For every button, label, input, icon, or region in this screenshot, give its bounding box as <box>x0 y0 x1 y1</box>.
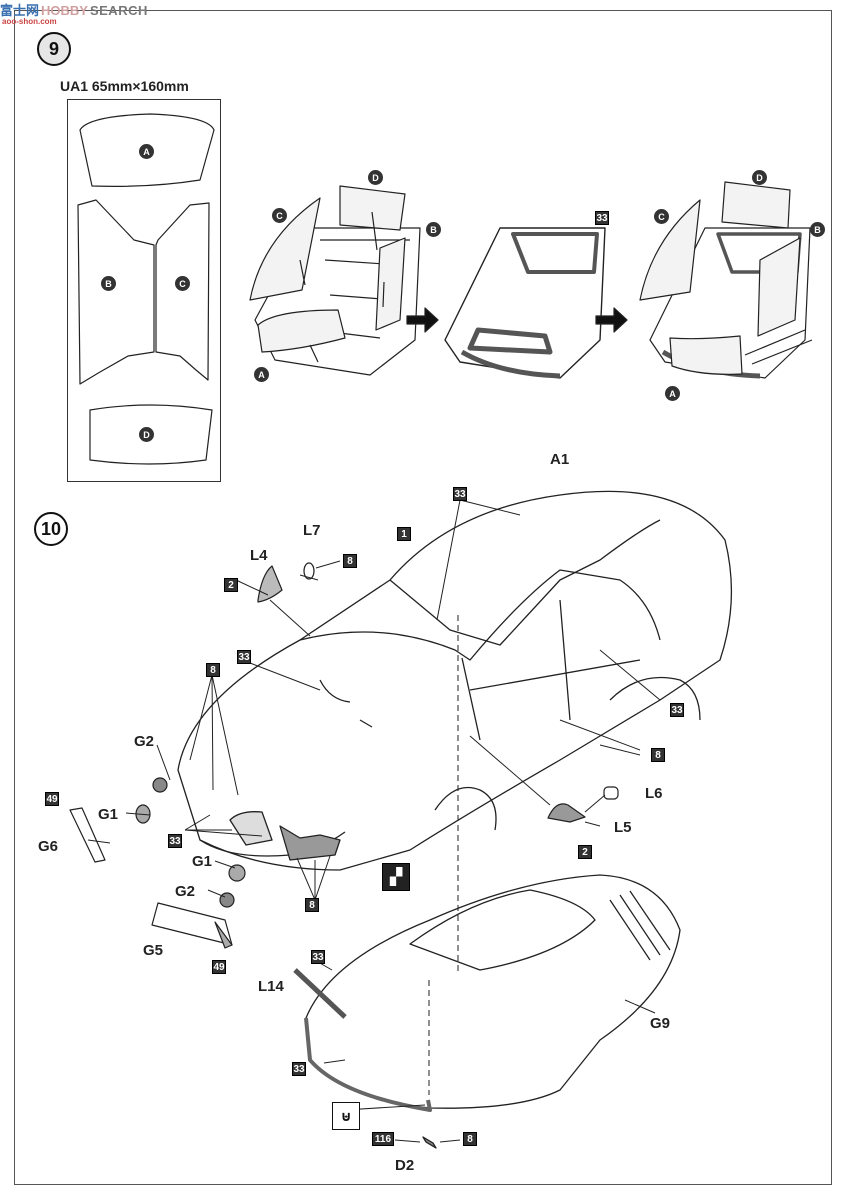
watermark-brand-search: SEARCH <box>89 3 148 18</box>
sheet-piece-a <box>79 113 215 187</box>
marker-33-hood: 33 <box>237 650 251 664</box>
marker-33-window: 33 <box>292 1062 306 1076</box>
view3-label-c: C <box>654 209 669 224</box>
marker-33-grille: 33 <box>168 834 182 848</box>
marker-49-g6: 49 <box>45 792 59 806</box>
label-g5: G5 <box>143 942 164 959</box>
watermark-brand-cn: 富士网 <box>0 3 40 18</box>
window-view-1 <box>249 185 421 376</box>
watermark-url: aoo-shon.com <box>2 17 57 26</box>
arrow-2 <box>595 307 628 333</box>
marker-1: 1 <box>397 527 411 541</box>
page-frame <box>14 10 832 1185</box>
marker-49-g5: 49 <box>212 960 226 974</box>
sheet-piece-d <box>89 404 213 465</box>
marker-8-d2: 8 <box>463 1132 477 1146</box>
label-g2-top: G2 <box>134 733 155 750</box>
marker-116: 116 <box>372 1132 394 1146</box>
small-parts <box>69 562 619 949</box>
view1-label-c: C <box>272 208 287 223</box>
label-d2: D2 <box>395 1157 415 1174</box>
view1-label-a: A <box>254 367 269 382</box>
marker-8-l7: 8 <box>343 554 357 568</box>
car-body <box>177 490 733 871</box>
sheet-label-b: B <box>101 276 116 291</box>
label-g1-top: G1 <box>98 806 119 823</box>
label-l5: L5 <box>614 819 632 836</box>
window-view-2 <box>444 227 606 379</box>
marker-8-side: 8 <box>651 748 665 762</box>
sheet-label-d: D <box>139 427 154 442</box>
marker-8-headlight: 8 <box>305 898 319 912</box>
marker-2-l4: 2 <box>224 578 238 592</box>
window-sheet-box <box>67 99 221 482</box>
leader-lines <box>87 499 661 1143</box>
view3-label-d: D <box>752 170 767 185</box>
sheet-piece-c <box>155 202 210 381</box>
badge-decal-icon: ▞ <box>382 863 410 891</box>
view1-label-d: D <box>368 170 383 185</box>
window-view-3 <box>639 181 813 379</box>
label-g9: G9 <box>650 1015 671 1032</box>
step-number-9: 9 <box>37 32 71 66</box>
marker-33-roof: 33 <box>453 487 467 501</box>
watermark-brand-hobby: HOBBY <box>41 3 88 18</box>
label-g2-bottom: G2 <box>175 883 196 900</box>
sheet-label-c: C <box>175 276 190 291</box>
drill-hole-icon: ⊎ <box>332 1102 360 1130</box>
marker-2-l5: 2 <box>578 845 592 859</box>
marker-33-l14: 33 <box>311 950 325 964</box>
sheet-piece-b <box>77 199 155 385</box>
view3-label-b: B <box>810 222 825 237</box>
label-g6: G6 <box>38 838 59 855</box>
sheet-label-a: A <box>139 144 154 159</box>
marker-33-side: 33 <box>670 703 684 717</box>
view3-label-a: A <box>665 386 680 401</box>
label-l6: L6 <box>645 785 663 802</box>
sheet-title: UA1 65mm×160mm <box>60 78 189 94</box>
arrow-1 <box>406 307 439 333</box>
step-number-10: 10 <box>34 512 68 546</box>
label-l4: L4 <box>250 547 268 564</box>
view1-label-b: B <box>426 222 441 237</box>
label-l14: L14 <box>258 978 284 995</box>
label-a1: A1 <box>550 451 570 468</box>
marker-8-front: 8 <box>206 663 220 677</box>
label-g1-bottom: G1 <box>192 853 213 870</box>
window-glass-g9 <box>293 874 681 1149</box>
view2-marker-33: 33 <box>595 211 609 225</box>
label-l7: L7 <box>303 522 321 539</box>
